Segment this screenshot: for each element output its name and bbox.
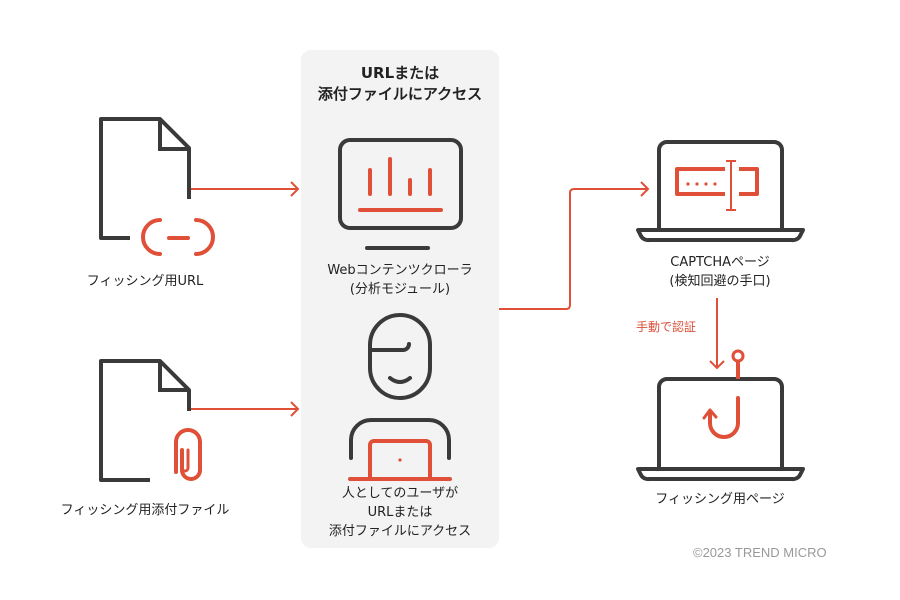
crawler-label-line1: Webコンテンツクローラ bbox=[327, 263, 473, 278]
laptop-fishhook-icon bbox=[636, 349, 805, 482]
human-user-label: 人としてのユーザが URLまたは 添付ファイルにアクセス bbox=[301, 484, 499, 541]
crawler-label: Webコンテンツクローラ (分析モジュール) bbox=[301, 261, 499, 299]
phishing-url-label: フィッシング用URL bbox=[86, 274, 204, 289]
panel-title-line2: 添付ファイルにアクセス bbox=[317, 85, 483, 103]
phishing-page-label: フィッシング用ページ bbox=[655, 492, 785, 507]
captcha-page-label: CAPTCHAページ (検知回避の手口) bbox=[620, 253, 820, 291]
captcha-page-label-line1: CAPTCHAページ bbox=[670, 255, 770, 270]
access-panel bbox=[301, 50, 499, 548]
document-link-icon bbox=[99, 117, 215, 256]
captcha-page-label-line2: (検知回避の手口) bbox=[669, 274, 771, 289]
person-laptop-icon bbox=[348, 313, 452, 481]
arrow-attachment-to-panel bbox=[191, 401, 300, 417]
copyright: ©2023 TREND MICRO bbox=[693, 545, 827, 560]
arrow-panel-to-captcha bbox=[499, 181, 650, 310]
monitor-chart-icon bbox=[338, 138, 463, 250]
panel-title-line1: URLまたは bbox=[360, 64, 440, 82]
human-user-label-line1: 人としてのユーザが bbox=[341, 486, 459, 501]
crawler-label-line2: (分析モジュール) bbox=[349, 282, 451, 297]
human-user-label-line3: 添付ファイルにアクセス bbox=[328, 524, 472, 539]
laptop-captcha-icon bbox=[636, 140, 805, 243]
arrow-captcha-to-phishing-page bbox=[709, 298, 725, 370]
document-paperclip-icon bbox=[99, 359, 202, 482]
human-user-label-line2: URLまたは bbox=[367, 505, 433, 520]
manual-auth-label: 手動で認証 bbox=[636, 320, 697, 334]
panel-title: URLまたは 添付ファイルにアクセス bbox=[301, 63, 499, 105]
phishing-attachment-label: フィッシング用添付ファイル bbox=[60, 503, 230, 518]
arrow-url-to-panel bbox=[191, 181, 300, 197]
